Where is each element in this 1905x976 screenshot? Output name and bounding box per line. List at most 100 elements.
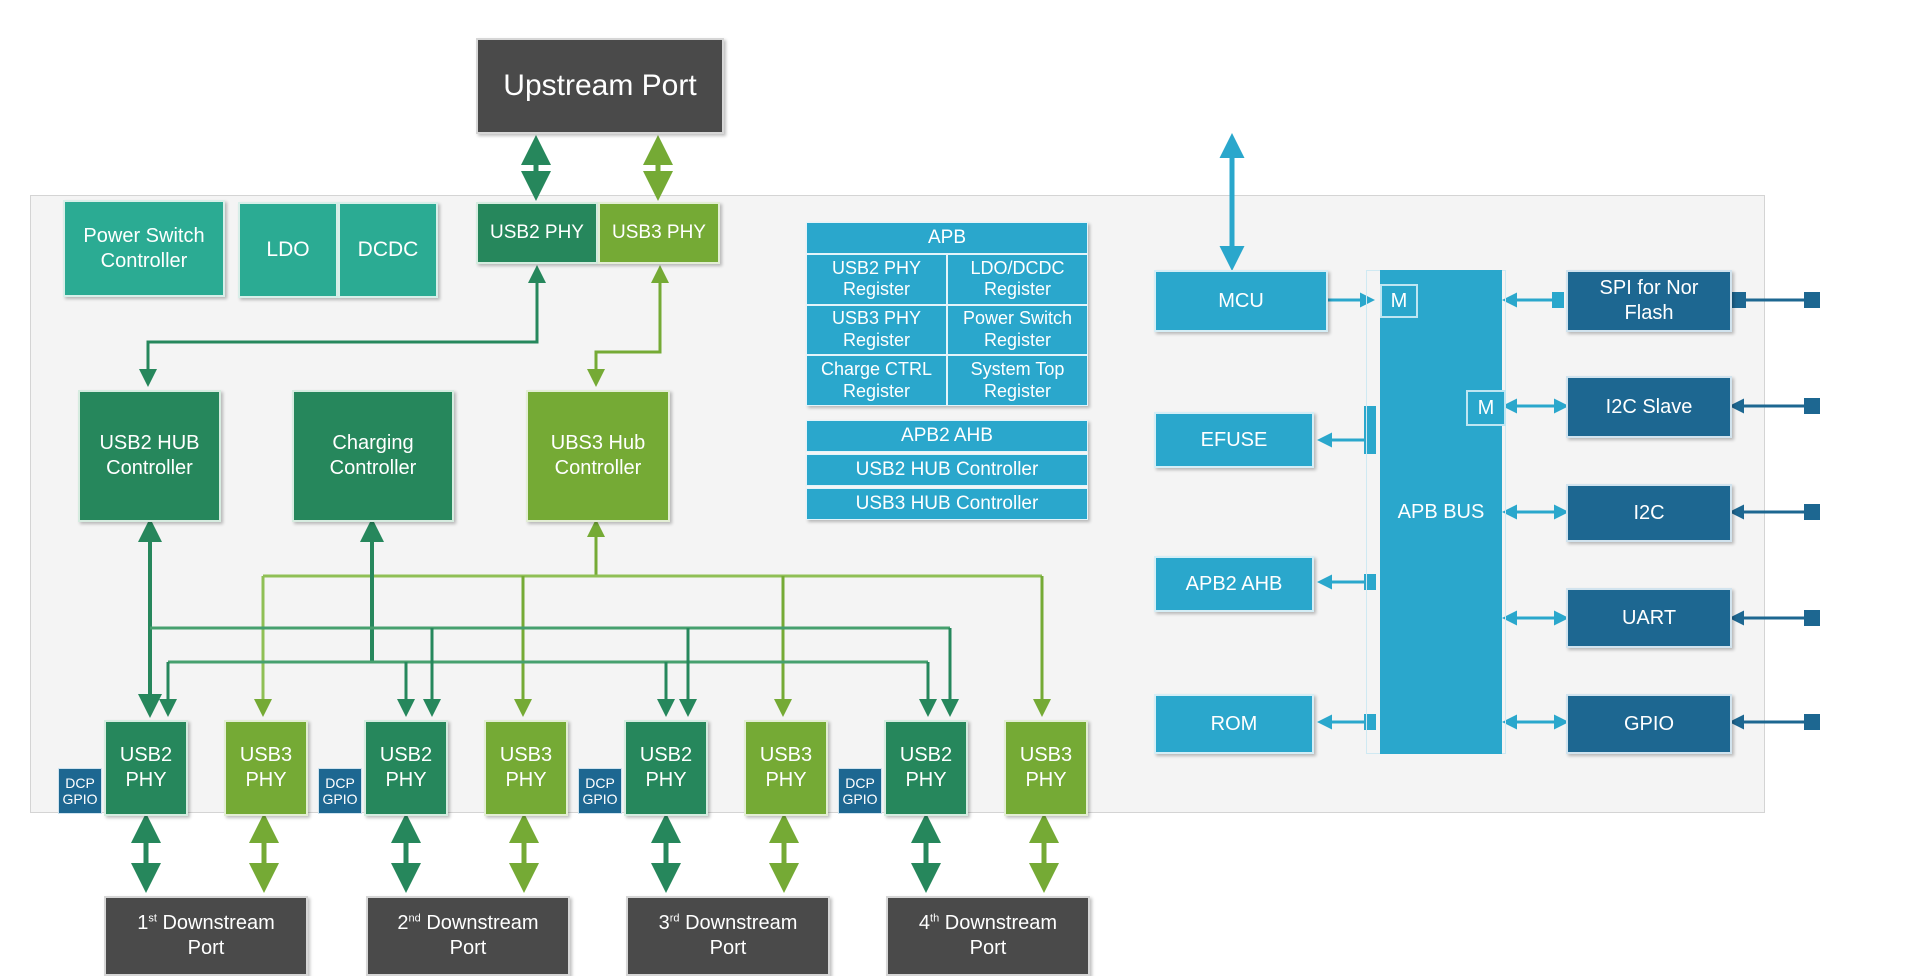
line-usb3phy-hub	[587, 265, 669, 387]
apb-header: APB	[806, 222, 1088, 254]
dcp-gpio-2-line2: GPIO	[322, 791, 358, 807]
top-usb2-phy: USB2 PHY	[476, 202, 598, 264]
rom-block: ROM	[1154, 694, 1314, 754]
line-usb2phy-hub	[139, 265, 546, 387]
power-switch-line2: Controller	[100, 249, 188, 272]
downstream-3-port: Port	[709, 937, 747, 959]
downstream-port-2: 2nd Downstream Port	[366, 896, 570, 976]
apb2-ahb-table: APB2 AHB USB2 HUB Controller USB3 HUB Co…	[806, 420, 1088, 520]
power-switch-controller: Power Switch Controller	[63, 200, 225, 297]
uart-label: UART	[1621, 606, 1677, 629]
downstream-port-1: 1st Downstream Port	[104, 896, 308, 976]
dcp-gpio-1-line1: DCP	[65, 774, 95, 791]
top-usb3-phy-label: USB3 PHY	[612, 222, 706, 244]
apb2-ahb-header: APB2 AHB	[806, 420, 1088, 452]
charging-controller: Charging Controller	[292, 390, 454, 522]
usb2-hub-controller: USB2 HUB Controller	[78, 390, 221, 522]
gpio-block: GPIO	[1566, 694, 1732, 754]
dcdc-block: DCDC	[338, 202, 438, 298]
dcp-gpio-4-line2: GPIO	[842, 791, 878, 807]
efuse-label: EFUSE	[1200, 428, 1268, 451]
upstream-port: Upstream Port	[476, 38, 724, 134]
downstream-4-title: 4th Downstream	[918, 912, 1058, 934]
dcp-gpio-3-line2: GPIO	[582, 791, 618, 807]
bus-stub-spi	[1552, 292, 1564, 308]
gpio-label: GPIO	[1623, 712, 1674, 735]
i2c-label: I2C	[1633, 501, 1665, 524]
usb3-phy-4-line1: USB3	[1019, 744, 1073, 766]
usb3-phy-1-line2: PHY	[245, 769, 287, 791]
usb2-phy-2-line2: PHY	[385, 769, 427, 791]
spi-line2: Flash	[1624, 302, 1674, 324]
apb2-ahb-block: APB2 AHB	[1154, 556, 1314, 612]
dcp-gpio-3-line1: DCP	[585, 774, 615, 791]
usb2-phy-4-line2: PHY	[905, 769, 947, 791]
m-label-2: M	[1477, 396, 1495, 419]
downstream-2-port: Port	[449, 937, 487, 959]
ldo-block: LDO	[238, 202, 338, 298]
ldo-label: LDO	[266, 237, 310, 261]
ubs3-hub-controller: UBS3 Hub Controller	[526, 390, 670, 522]
ubs3-hub-line1: UBS3 Hub	[550, 432, 646, 454]
m-label-1: M	[1390, 289, 1408, 312]
downstream-port-3: 3rd Downstream Port	[626, 896, 830, 976]
uart-block: UART	[1566, 588, 1732, 648]
ubs3-hub-line2: Controller	[554, 457, 642, 479]
bus-stub-rom	[1364, 714, 1376, 730]
mcu-block: MCU	[1154, 270, 1328, 332]
usb2-phy-2-line1: USB2	[379, 744, 433, 766]
usb2-hub-line2: Controller	[106, 457, 193, 479]
top-usb3-phy: USB3 PHY	[598, 202, 720, 264]
i2c-slave-label: I2C Slave	[1605, 395, 1693, 418]
apb2-usb3-hub-controller: USB3 HUB Controller	[806, 488, 1088, 520]
usb3-phy-2-line2: PHY	[505, 769, 547, 791]
bus-stub-apb2ahb	[1364, 574, 1376, 590]
apb-bus: APB BUS	[1380, 270, 1502, 754]
pin-spi-outer	[1804, 292, 1820, 308]
apb-bus-label: APB BUS	[1397, 500, 1485, 523]
usb3-phy-1-line1: USB3	[239, 744, 293, 766]
pin-i2c-slave	[1804, 398, 1820, 414]
downstream-3-title: 3rd Downstream	[658, 912, 798, 934]
dcp-gpio-2-line1: DCP	[325, 774, 355, 791]
usb2-phy-4-line1: USB2	[899, 744, 953, 766]
top-usb2-phy-label: USB2 PHY	[490, 222, 584, 244]
usb2-phy-3-line2: PHY	[645, 769, 687, 791]
downstream-2-title: 2nd Downstream	[397, 912, 539, 934]
usb3-phy-4-line2: PHY	[1025, 769, 1067, 791]
usb3-phy-3-line1: USB3	[759, 744, 813, 766]
upstream-port-label: Upstream Port	[503, 69, 697, 103]
power-switch-line1: Power Switch	[83, 224, 205, 247]
usb3-phy-3-line2: PHY	[765, 769, 807, 791]
pin-uart	[1804, 610, 1820, 626]
downstream-1-title: 1st Downstream	[137, 912, 275, 934]
efuse-block: EFUSE	[1154, 412, 1314, 468]
apb2-ahb-label: APB2 AHB	[1185, 572, 1283, 595]
mcu-label: MCU	[1218, 289, 1264, 312]
pin-spi-inner	[1730, 292, 1746, 308]
pin-i2c	[1804, 504, 1820, 520]
pin-gpio	[1804, 714, 1820, 730]
dcdc-label: DCDC	[357, 237, 419, 261]
charging-line2: Controller	[329, 457, 417, 479]
i2c-slave-block: I2C Slave	[1566, 376, 1732, 438]
downstream-1-port: Port	[187, 937, 225, 959]
usb2-phy-1-line2: PHY	[125, 769, 167, 791]
downstream-4-port: Port	[969, 937, 1007, 959]
rom-label: ROM	[1210, 712, 1258, 735]
